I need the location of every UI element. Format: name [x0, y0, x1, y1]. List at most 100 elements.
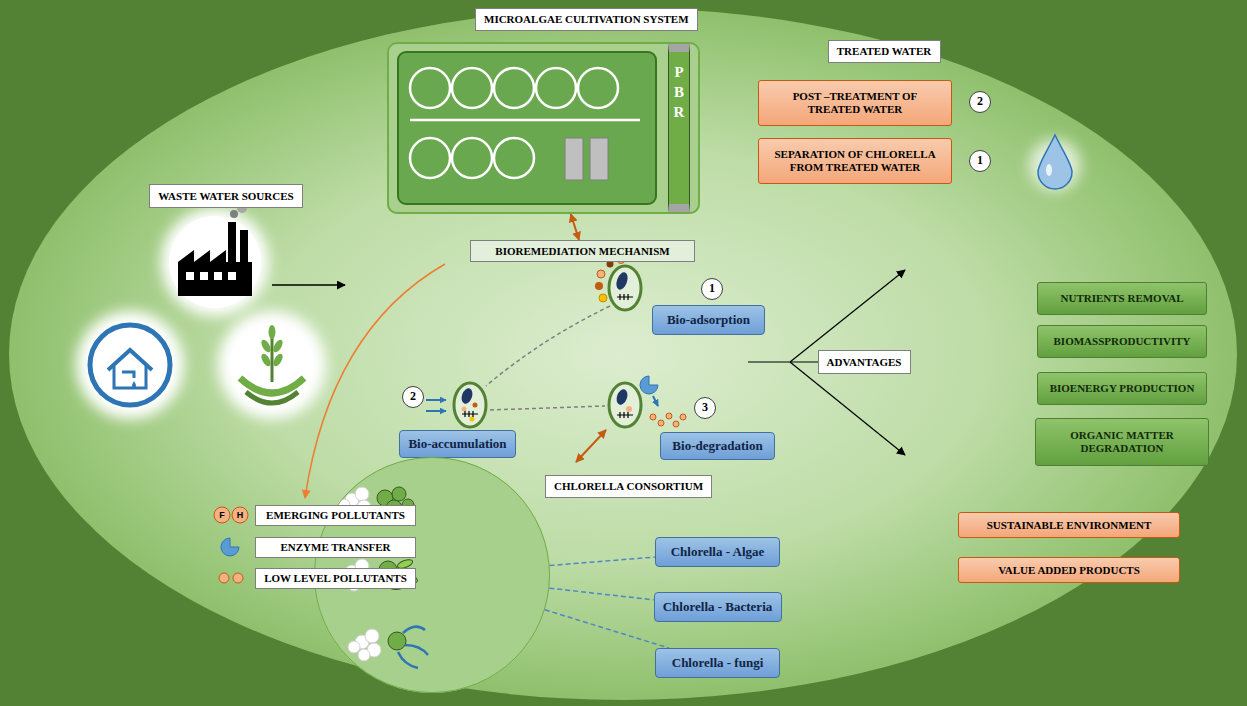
factory-icon-part [200, 272, 208, 280]
callout-number: 2 [969, 91, 991, 113]
degradation-cell [609, 376, 686, 427]
degradation-cell-part [680, 414, 686, 420]
accumulation-cell-part [460, 387, 475, 405]
degradation-cell-part [609, 383, 641, 427]
cultivation-illustration-part-part [494, 138, 534, 178]
cell-pathway-part [490, 406, 605, 410]
agriculture-icon-part [269, 325, 276, 339]
node-label: NUTRIENTS REMOVAL [1061, 292, 1184, 305]
cultivation-illustration-part-part [494, 68, 534, 108]
accumulation-cell-part [462, 411, 478, 417]
household-icon-part [132, 381, 136, 389]
node-label: TREATED WATER [837, 45, 931, 58]
factory-icon-part [230, 210, 238, 218]
heading-label: MICROALGAE CULTIVATION SYSTEM [475, 8, 698, 31]
node-label: 1 [709, 282, 715, 296]
cultivation-illustration-part-part [410, 68, 450, 108]
node-label: POST –TREATMENT OF TREATED WATER [767, 90, 943, 115]
water-drop-part [1038, 135, 1072, 189]
advantage-box: BIOMASSPRODUCTIVITY [1037, 325, 1207, 358]
advantage-box: NUTRIENTS REMOVAL [1037, 282, 1207, 315]
factory-icon-part [169, 216, 261, 308]
accumulation-cell-part [473, 403, 478, 408]
legend-samples-part [232, 507, 248, 523]
outcome-box: VALUE ADDED PRODUCTS [958, 557, 1180, 583]
agriculture-icon [218, 311, 326, 419]
node-label: SUSTAINABLE ENVIRONMENT [987, 519, 1152, 532]
section-heading: BIOREMEDIATION MECHANISM [470, 240, 695, 262]
degradation-cell-part [640, 376, 658, 394]
legend-entry: LOW LEVEL POLLUTANTS [255, 568, 416, 589]
water-drop-part [1046, 164, 1052, 176]
agriculture-icon-part [271, 332, 274, 382]
household-icon [76, 311, 184, 419]
cultivation-illustration-part [387, 42, 700, 214]
cultivation-illustration-part-part [452, 68, 492, 108]
heading-label: CHLORELLA CONSORTIUM [545, 475, 712, 498]
degradation-cell-part [650, 414, 656, 420]
legend-samples-part [233, 573, 243, 583]
consortium-illustration-part-part [403, 627, 425, 633]
degradation-cell-part [617, 412, 633, 418]
cultivation-illustration-part [565, 138, 583, 180]
agriculture-icon-part [218, 311, 326, 419]
section-heading: WASTE WATER SOURCES [149, 184, 303, 208]
factory-icon-part [186, 272, 194, 280]
section-heading: ADVANTAGES [818, 350, 911, 374]
consortium-box: Chlorella - Bacteria [654, 592, 782, 622]
node-label: Chlorella - fungi [672, 656, 764, 671]
callout-number: 3 [694, 397, 716, 419]
node-label: ADVANTAGES [827, 356, 902, 369]
legend-label: EMERGING POLLUTANTS [266, 509, 405, 522]
degradation-cell-part [615, 388, 630, 406]
step-box: POST –TREATMENT OF TREATED WATER [758, 80, 952, 126]
consortium-box: Chlorella - Algae [655, 537, 780, 567]
agriculture-icon-part [230, 323, 314, 407]
outcome-arrows-part [790, 270, 905, 362]
outcome-box: SUSTAINABLE ENVIRONMENT [958, 512, 1180, 538]
adsorption-cell [595, 257, 641, 311]
node-label: 2 [410, 390, 416, 404]
node-label: Bio-adsorption [667, 313, 750, 328]
legend-samples-part [214, 507, 230, 523]
legend-samples-part [221, 538, 239, 556]
connector-arrow [571, 214, 579, 240]
legend-samples [214, 507, 248, 583]
inflow-arrow [272, 284, 345, 286]
water-drop [1029, 135, 1081, 191]
node-label: BIOREMEDIATION MECHANISM [495, 245, 669, 258]
mechanism-box: Bio-adsorption [652, 305, 765, 335]
accumulation-cell-part [462, 407, 467, 412]
node-label: Bio-accumulation [408, 437, 506, 452]
consortium-illustration-part-part [405, 645, 428, 655]
legend-entry: EMERGING POLLUTANTS [255, 505, 416, 526]
node-label: 3 [702, 401, 708, 415]
dashed-link [545, 610, 669, 648]
agriculture-icon-part [271, 352, 284, 368]
accumulation-cell-part [426, 410, 446, 412]
household-icon-part [114, 366, 146, 388]
consortium-box: Chlorella - fungi [655, 648, 780, 678]
background-ellipse [9, 8, 1237, 700]
agriculture-icon-part [246, 392, 298, 403]
legend-samples-part [219, 573, 229, 583]
advantage-box: ORGANIC MATTER DEGRADATION [1035, 418, 1209, 466]
household-icon-part [122, 372, 134, 378]
cell-pathway [486, 306, 610, 410]
sample-letter: H [232, 507, 248, 523]
dashed-link [549, 588, 653, 600]
household-icon-part [90, 325, 170, 405]
factory-icon-part [240, 230, 248, 262]
agriculture-icon-part [259, 352, 272, 368]
legend-label: ENZYME TRANSFER [280, 541, 390, 554]
consortium-illustration-part-part [365, 629, 379, 643]
cell-pathway-part [486, 306, 610, 386]
agriculture-icon-part [271, 338, 284, 354]
section-heading: TREATED WATER [828, 40, 941, 63]
sample-letter: F [214, 507, 230, 523]
node-label: BIOMASSPRODUCTIVITY [1054, 335, 1191, 348]
cultivation-illustration [387, 42, 700, 214]
accumulation-cell [426, 383, 486, 427]
